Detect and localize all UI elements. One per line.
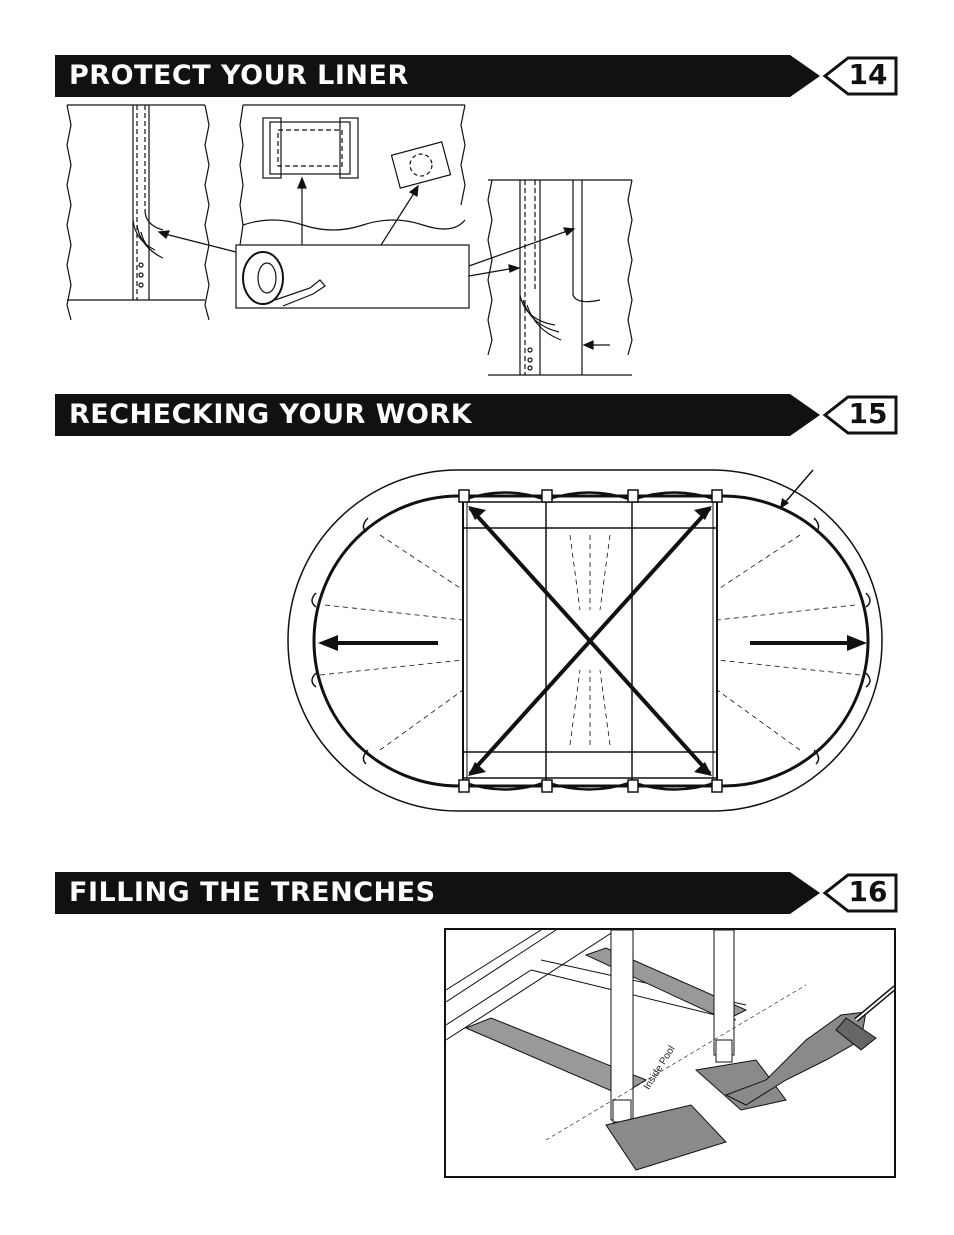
section-title: FILLING THE TRENCHES — [69, 877, 436, 908]
banner-shape — [55, 55, 898, 97]
step-number: 16 — [848, 875, 888, 908]
section-title: RECHECKING YOUR WORK — [69, 399, 473, 430]
step-number: 15 — [848, 397, 888, 430]
trench-filling-illustration: Inside Pool — [444, 928, 896, 1178]
banner-shape — [55, 872, 898, 914]
liner-tape-illustration — [66, 104, 633, 376]
section-banner-14: PROTECT YOUR LINER 14 — [55, 55, 898, 97]
trench-scene — [446, 930, 894, 1171]
step-number: 14 — [848, 58, 888, 91]
section-title: PROTECT YOUR LINER — [69, 60, 409, 91]
section-banner-16: FILLING THE TRENCHES 16 — [55, 872, 898, 914]
banner-shape — [55, 394, 898, 436]
pool-layout-diagram — [287, 469, 883, 812]
section-banner-15: RECHECKING YOUR WORK 15 — [55, 394, 898, 436]
